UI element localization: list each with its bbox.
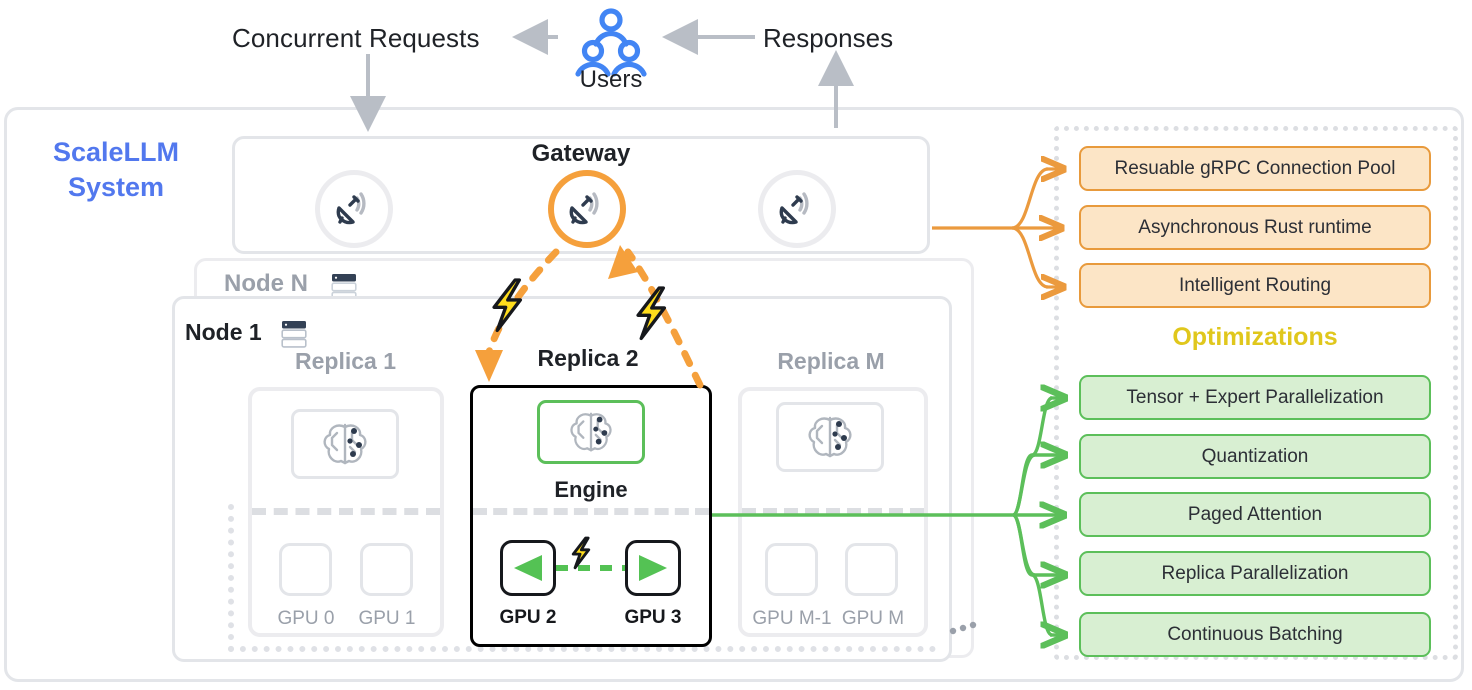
users-group-icon	[566, 6, 656, 96]
replica-m-gpu-m-box[interactable]	[845, 543, 898, 596]
brain-chip-icon	[779, 405, 881, 469]
satellite-dish-icon	[776, 188, 818, 230]
gateway-node-ring	[758, 170, 836, 248]
page-title: ScaleLLM System	[26, 135, 206, 235]
system-title-line-1: ScaleLLM	[52, 137, 180, 167]
replica-1-gpu-0-box[interactable]	[279, 543, 332, 596]
optimization-item-tensor-expert-parallelization[interactable]: Tensor + Expert Parallelization	[1079, 375, 1431, 420]
triangle-right-icon	[636, 552, 670, 584]
triangle-left-icon	[511, 552, 545, 584]
replica-m-engine-box	[776, 402, 884, 472]
concurrent-requests-label: Concurrent Requests	[232, 22, 480, 53]
replica-2-divider	[473, 508, 709, 515]
replica-1-divider	[252, 508, 440, 515]
brain-chip-icon	[294, 412, 396, 476]
replica-2-engine-box	[537, 400, 645, 464]
optimization-item-replica-parallelization[interactable]: Replica Parallelization	[1079, 551, 1431, 596]
gpu-pool-dotted-region	[228, 504, 936, 652]
optimization-item-rust-runtime[interactable]: Asynchronous Rust runtime	[1079, 205, 1431, 250]
replica-m-divider	[742, 508, 924, 515]
replica-2-gpu-2-label: GPU 2	[499, 607, 557, 628]
satellite-dish-icon	[566, 188, 608, 230]
system-title-line-2: System	[67, 171, 165, 202]
replica-m-gpu-m-label: GPU M	[841, 608, 905, 629]
replica-m-gpu-m1-label: GPU M-1	[752, 608, 832, 629]
replica-m-title: Replica M	[777, 348, 885, 374]
replica-2-gpu-3-box[interactable]	[625, 540, 681, 596]
replica-2-gpu-2-box[interactable]	[500, 540, 556, 596]
replica-1-gpu-1-label: GPU 1	[358, 608, 416, 629]
node-n-label: Node N	[224, 270, 308, 297]
server-rack-icon	[281, 320, 307, 348]
optimization-item-paged-attention[interactable]: Paged Attention	[1079, 492, 1431, 537]
optimization-item-intelligent-routing[interactable]: Intelligent Routing	[1079, 263, 1431, 308]
optimization-item-continuous-batching[interactable]: Continuous Batching	[1079, 612, 1431, 657]
replica-2-title: Replica 2	[537, 345, 639, 371]
more-nodes-ellipsis-icon	[948, 621, 988, 635]
optimization-item-quantization[interactable]: Quantization	[1079, 434, 1431, 479]
gateway-node-ring	[315, 170, 393, 248]
replica-1-engine-box	[291, 409, 399, 479]
users-label: Users	[579, 66, 643, 93]
replica-1-title: Replica 1	[295, 348, 396, 374]
brain-chip-icon	[540, 403, 642, 461]
engine-label: Engine	[554, 477, 628, 502]
gateway-node-2[interactable]	[548, 170, 626, 248]
replica-m-gpu-m1-box[interactable]	[765, 543, 818, 596]
replica-1-gpu-0-label: GPU 0	[277, 608, 335, 629]
optimizations-heading: Optimizations	[1172, 323, 1338, 351]
node-1-label: Node 1	[185, 319, 262, 345]
gateway-node-ring-active	[548, 170, 626, 248]
satellite-dish-icon	[333, 188, 375, 230]
gateway-node-1[interactable]	[315, 170, 393, 248]
responses-label: Responses	[763, 22, 894, 53]
replica-2-gpu-3-label: GPU 3	[624, 607, 682, 628]
replica-1-gpu-1-box[interactable]	[360, 543, 413, 596]
gateway-label: Gateway	[531, 140, 631, 167]
optimization-item-grpc-pool[interactable]: Resuable gRPC Connection Pool	[1079, 146, 1431, 191]
gateway-node-3[interactable]	[758, 170, 836, 248]
